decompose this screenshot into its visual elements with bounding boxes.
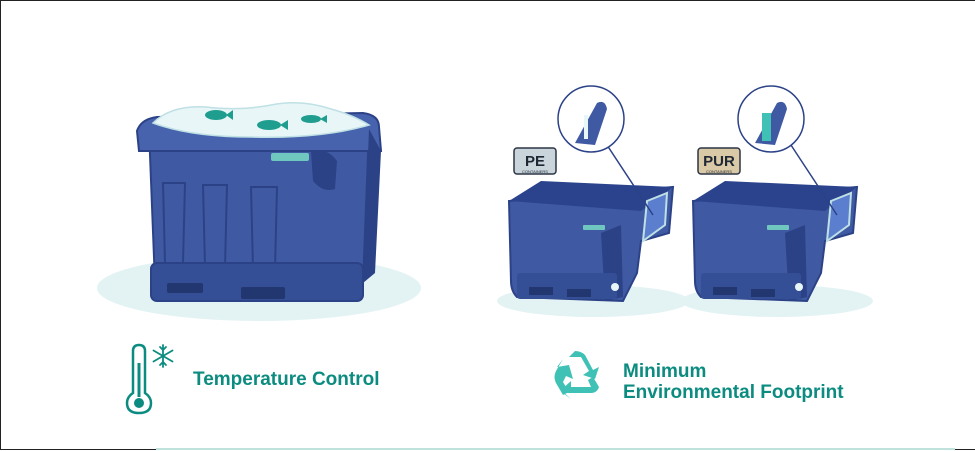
fish-group [205,110,327,130]
pur-drain [795,283,803,291]
ice-surface [151,102,371,138]
pur-container: PUR CONTAINERS [681,85,873,317]
recycle-icon [554,351,599,399]
pur-badge [697,147,741,175]
pur-badge-main: PUR [703,153,735,170]
pe-wall-cut [641,191,669,244]
pe-fork-slot-1 [529,287,553,295]
pe-container: PE CONTAINERS [497,85,689,317]
environment-label-line-2: Environmental Footprint [623,382,844,403]
pe-drain [611,283,619,291]
container-side [363,129,381,283]
environment-footprint-label: Minimum Environmental Footprint [623,361,844,403]
pe-interior [509,181,673,211]
pe-badge [513,147,557,175]
container-label-plate [271,153,309,161]
fork-slot-1 [167,283,203,293]
large-insulated-container [97,102,421,321]
pur-label-plate [767,225,789,230]
pur-zoom-line [786,138,838,216]
environment-label-line-1: Minimum [623,361,707,382]
pur-wall-cut [825,191,853,244]
container-handle [311,150,337,190]
pur-interior [693,181,857,211]
pe-badge-sub: CONTAINERS [522,169,548,174]
fork-slot-2 [241,287,285,299]
pur-badge-sub: CONTAINERS [706,169,732,174]
bottom-divider [156,448,955,450]
pe-zoom-wall [575,101,607,145]
temperature-control-label: Temperature Control [193,369,380,390]
pe-zoom-line [602,138,654,216]
pur-fork-slot-1 [713,287,737,295]
snowflake-icon [152,344,174,368]
pe-zoom-layer [584,115,588,139]
thermometer-icon [125,343,153,415]
pe-label-plate [583,225,605,230]
pur-fork-slot-2 [751,289,775,297]
pe-fork-slot-2 [567,289,591,297]
pe-badge-main: PE [525,153,545,170]
container-base [150,262,364,302]
pur-zoom-insulation [762,113,771,141]
